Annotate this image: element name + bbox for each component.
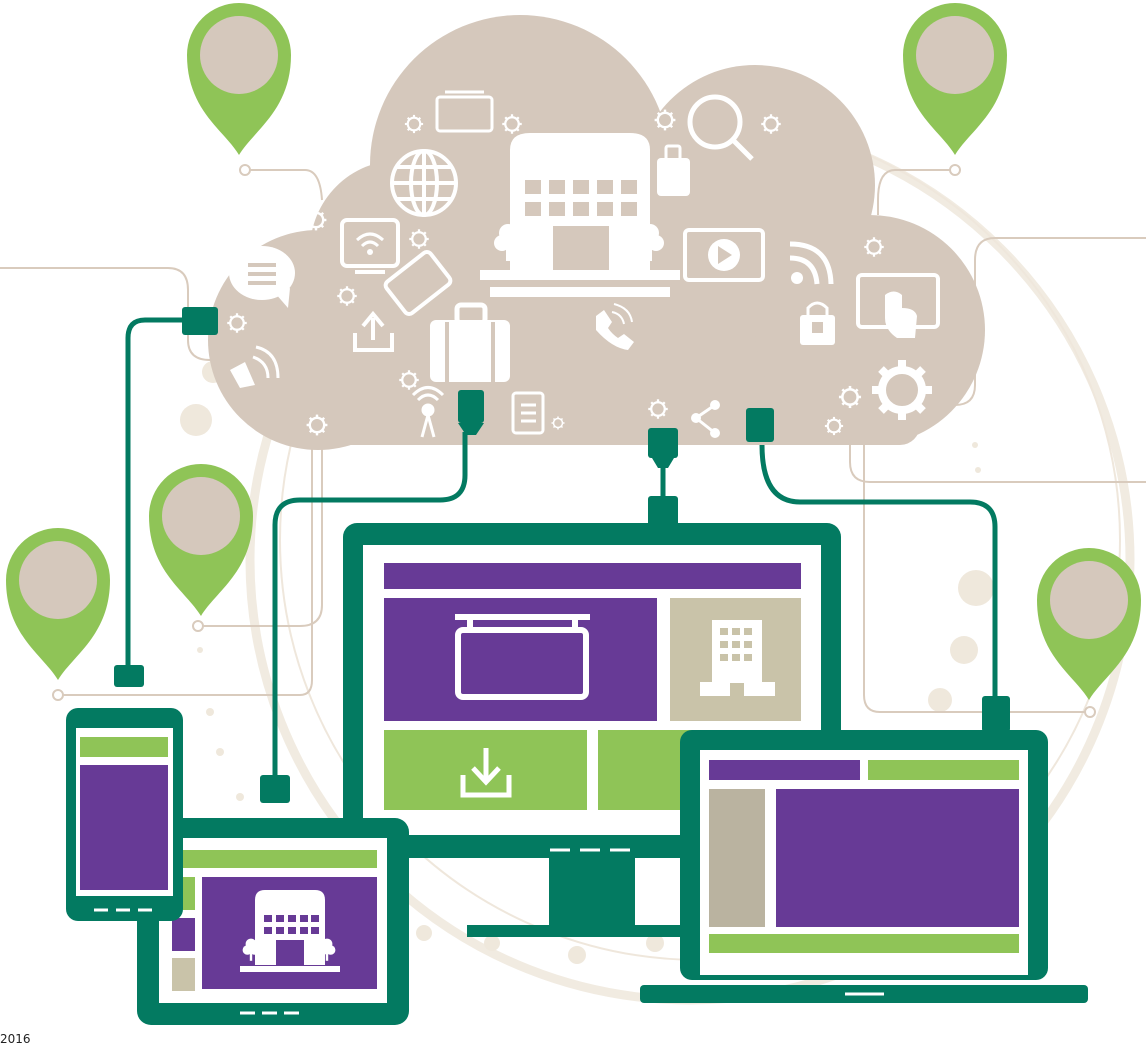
storefront-sign-icon xyxy=(455,614,590,700)
location-pin-icon xyxy=(187,3,291,155)
antenna-icon xyxy=(411,386,445,438)
download-icon xyxy=(460,748,512,798)
shopping-bag-icon xyxy=(800,301,835,345)
chat-bubble-icon xyxy=(229,246,295,308)
location-pin-icon xyxy=(6,528,110,680)
luggage-icon xyxy=(657,144,690,196)
hotel-building-icon xyxy=(240,890,340,972)
tablet-icon xyxy=(435,90,494,133)
touch-screen-icon xyxy=(856,273,940,338)
phone-call-icon xyxy=(596,303,634,350)
location-pin-icon xyxy=(149,464,253,616)
hotel-building-icon xyxy=(480,133,680,297)
network-lines xyxy=(0,169,1146,713)
wifi-screen-icon xyxy=(340,218,400,274)
year-caption: 2016 xyxy=(0,1032,31,1046)
plugs xyxy=(114,307,1010,803)
location-pin-icon xyxy=(903,3,1007,155)
rss-feed-icon xyxy=(789,241,834,285)
globe-icon xyxy=(390,149,458,217)
tablet-icon xyxy=(383,250,453,316)
suitcase-icon xyxy=(430,302,510,382)
cloud-icons xyxy=(226,90,940,438)
laptop-device xyxy=(640,730,1088,1003)
share-icon xyxy=(691,400,720,438)
location-pin-icon xyxy=(1037,548,1141,700)
tablet-device xyxy=(137,818,409,1025)
gear-icon xyxy=(872,360,932,420)
video-play-icon xyxy=(683,228,765,282)
megaphone-icon xyxy=(230,345,280,388)
clipboard-icon xyxy=(511,391,545,435)
upload-icon xyxy=(353,310,394,352)
hotel-building-icon xyxy=(700,620,775,697)
magnifier-icon xyxy=(687,94,754,161)
smartphone-device xyxy=(66,708,183,921)
